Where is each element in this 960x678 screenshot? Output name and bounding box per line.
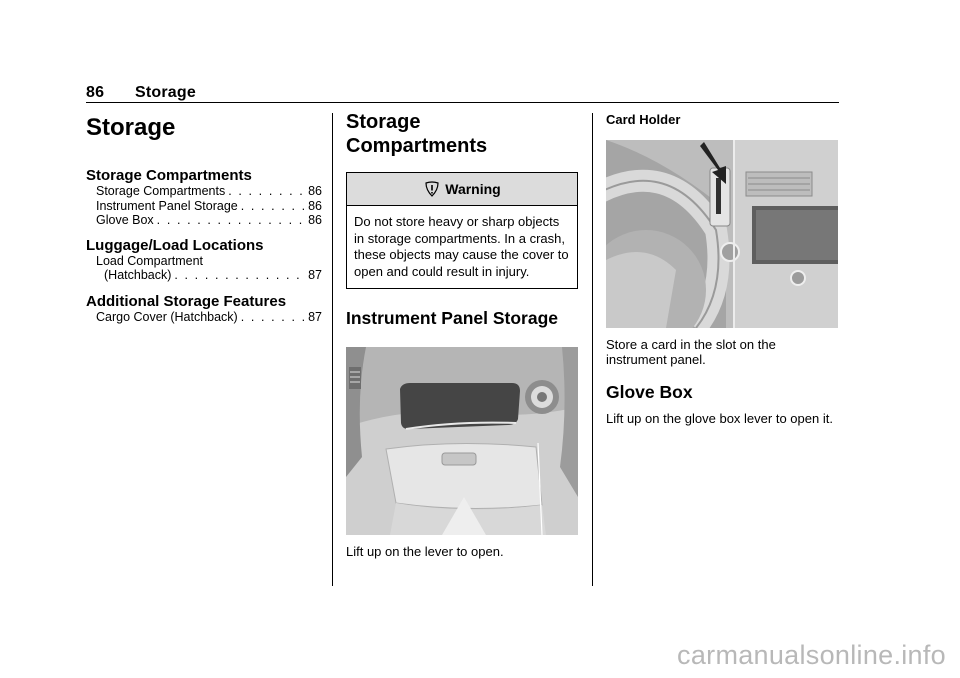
column-divider-2 [592, 113, 593, 586]
page-number: 86 [86, 84, 105, 101]
section-title-line1: Storage [346, 111, 421, 133]
instrument-panel-caption: Lift up on the lever to open. [346, 544, 504, 559]
card-holder-image [606, 140, 838, 328]
toc-entry[interactable]: Cargo Cover (Hatchback)87 [86, 310, 322, 325]
warning-title-bar: Warning [347, 173, 577, 206]
column-divider-1 [332, 113, 333, 586]
card-holder-heading: Card Holder [606, 112, 681, 127]
page-header: 86 Storage [86, 84, 196, 102]
toc-entry-line[interactable]: Load Compartment [96, 253, 204, 268]
watermark: carmanualsonline.info [677, 640, 946, 670]
header-rule [86, 102, 839, 103]
toc-column: Storage Storage Compartments Storage Com… [86, 108, 322, 324]
toc-heading-storage-compartments: Storage Compartments [86, 167, 252, 184]
chapter-title: Storage [86, 114, 176, 141]
glove-box-heading: Glove Box [606, 382, 693, 402]
warning-text: Do not store heavy or sharp objects in s… [354, 214, 569, 279]
toc-heading-additional: Additional Storage Features [86, 292, 287, 310]
section-title-line2: Compartments [346, 135, 488, 157]
storage-compartments-column: Storage Compartments Warning Do not stor… [346, 108, 578, 559]
instrument-panel-storage-image [346, 347, 578, 535]
toc-entry[interactable]: (Hatchback)87 [86, 268, 322, 283]
glove-box-text: Lift up on the glove box lever to open i… [606, 411, 833, 426]
toc-entry[interactable]: Glove Box86 [86, 213, 322, 228]
toc-entry[interactable]: Instrument Panel Storage86 [86, 199, 322, 214]
toc-heading-luggage: Luggage/Load Locations [86, 236, 264, 254]
warning-box: Warning Do not store heavy or sharp obje… [346, 172, 578, 289]
header-section: Storage [135, 84, 196, 101]
instrument-panel-heading: Instrument Panel Storage [346, 308, 558, 328]
warning-title: Warning [445, 181, 501, 197]
card-holder-column: Card Holder Store a card in the slot on … [606, 108, 838, 426]
card-holder-caption: Store a card in the slot on the instrume… [606, 337, 776, 367]
warning-icon [425, 181, 439, 197]
toc-entry[interactable]: Storage Compartments86 [86, 184, 322, 199]
